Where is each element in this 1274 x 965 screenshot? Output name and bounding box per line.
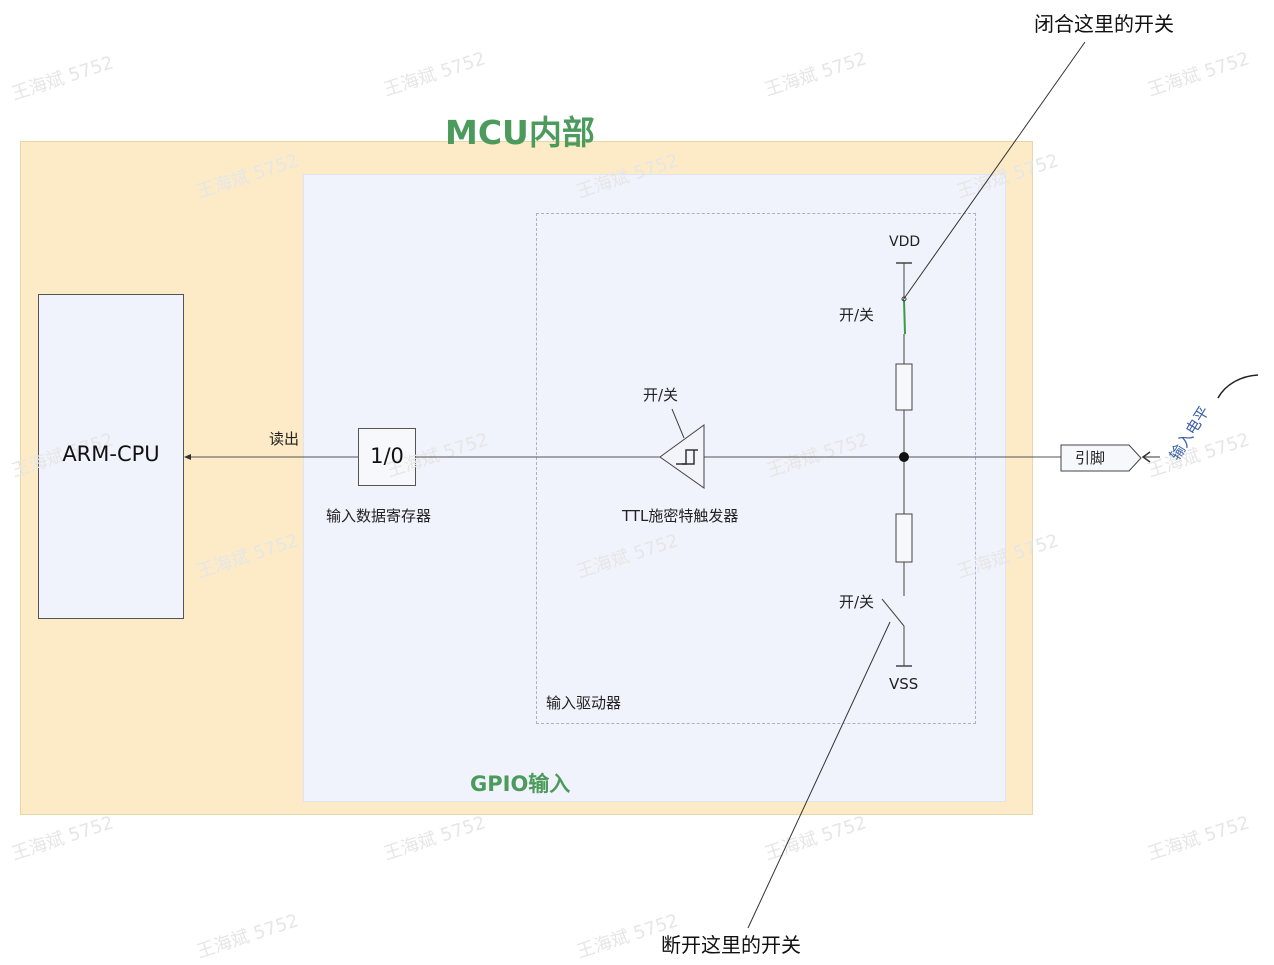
schmitt-caption: TTL施密特触发器	[622, 507, 739, 525]
arm-cpu-block	[38, 294, 184, 619]
pin-label: 引脚	[1075, 449, 1106, 467]
open-switch-leader	[747, 621, 891, 929]
schmitt-switch-label: 开/关	[643, 386, 679, 404]
input-level-curve	[1217, 374, 1259, 399]
mcu-title: MCU内部	[445, 113, 595, 152]
close-switch-leader	[902, 41, 1086, 301]
gpio-input-region	[303, 174, 1006, 802]
cpu-label: ARM-CPU	[62, 442, 160, 466]
upper-switch-label: 开/关	[839, 306, 875, 324]
upper-switch-closed	[903, 299, 906, 335]
pull-down-resistor	[895, 513, 913, 563]
io-register-label: 1/0	[370, 444, 404, 468]
open-switch-note: 断开这里的开关	[661, 933, 801, 957]
gpio-title: GPIO输入	[470, 772, 571, 796]
input-driver-label: 输入驱动器	[546, 694, 622, 712]
input-data-register-block	[358, 428, 416, 486]
io-register-caption: 输入数据寄存器	[326, 507, 432, 525]
arrow-to-cpu	[184, 454, 191, 460]
pull-up-resistor	[895, 363, 913, 411]
vss-label: VSS	[889, 675, 919, 693]
close-switch-note: 闭合这里的开关	[1034, 12, 1174, 36]
input-driver-region	[536, 213, 976, 724]
schmitt-trigger-symbol	[659, 424, 705, 489]
lower-switch-open	[881, 598, 905, 627]
read-label: 读出	[269, 430, 300, 448]
junction-node	[899, 452, 909, 462]
vdd-label: VDD	[889, 234, 921, 250]
lower-switch-label: 开/关	[839, 593, 875, 611]
hysteresis-curve-a	[676, 449, 698, 465]
hysteresis-curve-b	[682, 450, 695, 465]
schmitt-switch-line	[671, 408, 685, 439]
pin-tag	[1060, 444, 1142, 472]
upper-switch-pivot	[901, 296, 907, 302]
